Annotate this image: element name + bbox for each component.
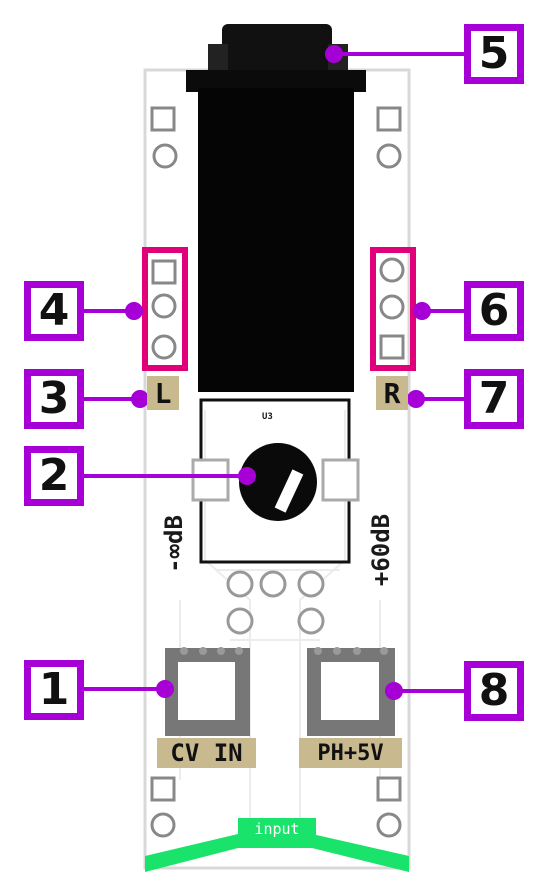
- left-header: [142, 247, 188, 371]
- left-channel-label: L: [147, 376, 179, 410]
- via-row: [226, 570, 325, 635]
- potentiometer: [191, 398, 360, 564]
- min-gain-label: -∞dB: [160, 515, 188, 573]
- max-gain-label: +60dB: [367, 513, 395, 587]
- input-tab-label: input: [254, 820, 300, 838]
- callout-8: 8: [464, 661, 524, 721]
- ph-5v-label: PH+5V: [299, 738, 402, 768]
- cv-in-label: CV IN: [157, 738, 256, 768]
- callout-leaders: [84, 45, 464, 700]
- callout-5: 5: [464, 24, 524, 84]
- input-edge: [145, 834, 409, 872]
- callout-3: 3: [24, 369, 84, 429]
- callout-6: 6: [464, 281, 524, 341]
- cv-in-jack: [165, 647, 250, 736]
- mounting-pads-top: [150, 106, 402, 169]
- input-tab-bg: [238, 818, 316, 844]
- callout-4: 4: [24, 281, 84, 341]
- right-header: [370, 247, 416, 371]
- audio-jack: [186, 24, 366, 392]
- callout-1: 1: [24, 660, 84, 720]
- component-ref-label: U3: [262, 412, 273, 422]
- mounting-pads-bottom: [150, 776, 402, 838]
- right-channel-label: R: [376, 376, 408, 410]
- callout-2: 2: [24, 446, 84, 506]
- ph-5v-jack: [307, 647, 395, 736]
- callout-7: 7: [464, 369, 524, 429]
